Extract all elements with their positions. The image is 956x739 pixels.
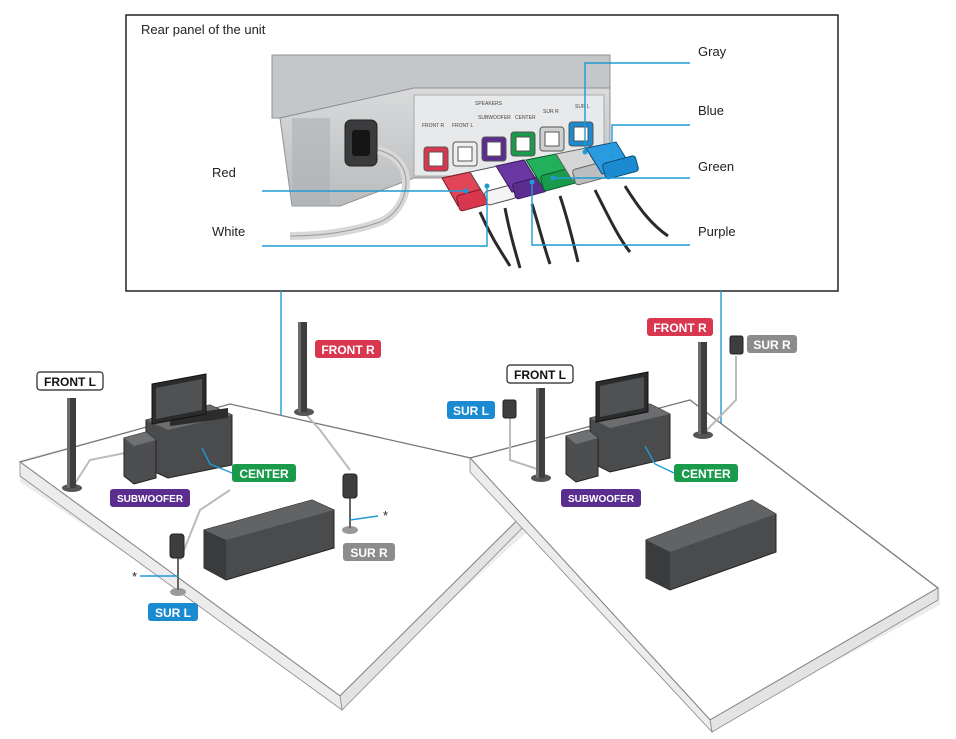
plugs [441,141,639,212]
tv-stand-right [589,371,671,473]
svg-text:SUR L: SUR L [155,606,191,620]
cable-label-blue: Blue [698,103,724,118]
speaker-sur-l-left [169,533,186,596]
rear-panel-title: Rear panel of the unit [141,22,266,37]
port-label-front-l: FRONT L [452,123,474,129]
badge-front-r-right: FRONT R [647,318,713,336]
cable-leader-lines [262,62,690,247]
svg-text:CENTER: CENTER [681,467,731,481]
cable-label-red: Red [212,165,236,180]
svg-text:SUR L: SUR L [453,404,489,418]
svg-text:FRONT R: FRONT R [321,343,375,357]
badge-front-l-right: FRONT L [506,364,574,384]
port-labels: FRONT R FRONT L SUBWOOFER CENTER SUR R S… [422,104,590,129]
port-label-sur-l: SUR L [575,104,590,110]
badge-sur-l-left: SUR L [148,603,198,621]
speaker-sur-r-left [342,473,358,534]
badge-subwoofer-right: SUBWOOFER [561,489,641,507]
center-leader-right [644,445,675,474]
subwoofer-right [565,429,599,483]
subwoofer-left [123,431,157,485]
room-left: * * FRONT L FRONT R CENTER SUBWOOFER SUR… [18,322,562,711]
badge-front-l-left: FRONT L [36,371,104,391]
svg-text:SUR R: SUR R [350,546,388,560]
svg-text:FRONT L: FRONT L [514,368,566,382]
badge-sur-r-left: SUR R [343,543,395,561]
plug-blue [585,141,639,180]
svg-text:SUR R: SUR R [753,338,791,352]
cable-label-purple: Purple [698,224,736,239]
port-label-sur-r: SUR R [543,109,559,115]
speaker-cables [478,185,669,269]
asterisk-sur-r: * [383,508,388,523]
cable-label-green: Green [698,159,734,174]
power-inlet [289,119,410,240]
speakers-label: SPEAKERS [475,101,503,107]
port-label-subwoofer: SUBWOOFER [478,115,511,121]
svg-text:FRONT L: FRONT L [44,375,96,389]
speaker-terminals [423,121,594,172]
speaker-sur-l-right [502,399,517,419]
speaker-front-r [294,322,314,416]
badge-sur-r-right: SUR R [747,335,797,353]
plug-purple [495,159,547,200]
sofa-left [203,499,335,581]
badge-front-r-left: FRONT R [315,340,381,358]
speaker-sur-r-right [729,335,744,355]
speaker-front-l-right [531,388,551,482]
center-leader-left [201,447,233,474]
port-label-center: CENTER [515,115,536,121]
room-right: FRONT L FRONT R SUR R SUR L CENTER SUBWO… [447,318,940,734]
badge-subwoofer-left: SUBWOOFER [110,489,190,507]
badge-center-right: CENTER [674,464,738,482]
speaker-front-l [62,398,82,492]
cable-label-gray: Gray [698,44,727,59]
asterisk-leader-sur-r [349,515,379,521]
asterisk-sur-l: * [132,569,137,584]
port-label-front-r: FRONT R [422,123,445,129]
svg-text:FRONT R: FRONT R [653,321,707,335]
rear-panel-inset: Rear panel of the unit SPEAKERS FRONT R … [125,14,839,292]
tv-stand-left [145,373,233,479]
cable-label-white: White [212,224,245,239]
svg-text:CENTER: CENTER [239,467,289,481]
svg-text:SUBWOOFER: SUBWOOFER [568,494,635,505]
badge-center-left: CENTER [232,464,296,482]
svg-text:SUBWOOFER: SUBWOOFER [117,494,184,505]
badge-sur-l-right: SUR L [447,401,495,419]
speaker-front-r-right [693,342,713,439]
sofa-right [645,499,777,591]
